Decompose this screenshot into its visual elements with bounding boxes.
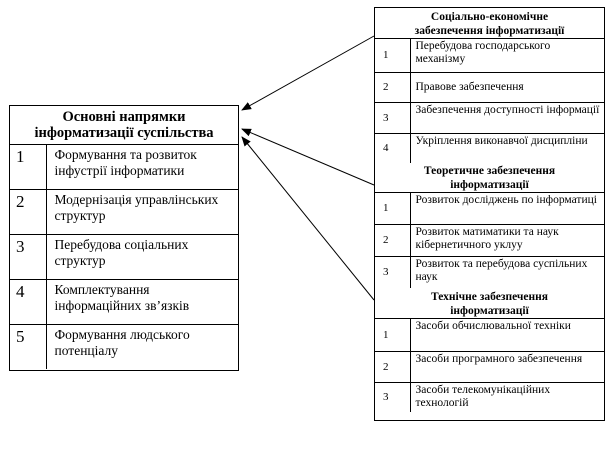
table-row: 1 Розвиток досліджень по інформатиці — [374, 192, 605, 225]
section-title-line2: інформатизації — [450, 305, 529, 317]
row-number: 5 — [9, 323, 47, 370]
row-number: 4 — [374, 132, 411, 164]
row-text: Модернізація управлінських структур — [45, 189, 239, 236]
section-title-theoretical: Теоретичне забезпечення інформатизації — [375, 163, 604, 193]
table-row: 1 Засоби обчислювальної техніки — [374, 318, 605, 352]
row-text: Перебудова соціальних структур — [45, 234, 239, 280]
arrow-theoretical — [241, 128, 375, 186]
row-text: Засоби програмного забезпечення — [409, 350, 605, 383]
section-title-line2: забезпечення інформатизації — [414, 25, 565, 37]
row-text: Засоби телекомунікаційних технологій — [409, 381, 605, 413]
section-table-theoretical: 1 Розвиток досліджень по інформатиці 2 Р… — [374, 192, 605, 289]
section-table-technical: 1 Засоби обчислювальної техніки 2 Засоби… — [374, 318, 605, 413]
table-row: 4 Комплектування інформаційних зв’язків — [9, 278, 239, 325]
row-number: 2 — [374, 71, 411, 103]
row-number: 1 — [9, 144, 47, 191]
row-text: Забезпечення доступності інформації — [409, 101, 605, 134]
table-row: 2 Розвиток матиматики та наук кібернетич… — [374, 223, 605, 257]
table-row: 1 Формування та розвиток інфустрії інфор… — [9, 144, 239, 191]
row-text: Розвиток досліджень по інформатиці — [409, 192, 605, 225]
row-number: 1 — [374, 318, 411, 352]
main-directions-table: 1 Формування та розвиток інфустрії інфор… — [9, 144, 239, 370]
table-row: 2 Модернізація управлінських структур — [9, 189, 239, 236]
row-text: Правове забезпечення — [409, 71, 605, 103]
arrow-socioeconomic — [241, 35, 375, 111]
row-text: Комплектування інформаційних зв’язків — [45, 278, 239, 325]
section-title-line1: Соціально-економічне — [430, 11, 549, 23]
row-text: Розвиток та перебудова суспільних наук — [409, 255, 605, 289]
main-directions-box: Основні напрямки інформатизації суспільс… — [9, 105, 239, 371]
row-number: 4 — [9, 278, 47, 325]
row-text: Укріплення виконавчої дисципліни — [409, 132, 605, 164]
section-title-line1: Теоретичне забезпечення — [423, 165, 556, 177]
row-text: Перебудова господарського механізму — [409, 38, 605, 73]
section-title-technical: Технічне забезпечення інформатизації — [375, 288, 604, 319]
row-number: 3 — [374, 101, 411, 134]
table-row: 3 Розвиток та перебудова суспільних наук — [374, 255, 605, 289]
row-text: Формування людського потенціалу — [45, 323, 239, 370]
table-row: 3 Перебудова соціальних структур — [9, 234, 239, 280]
table-row: 2 Засоби програмного забезпечення — [374, 350, 605, 383]
row-number: 2 — [9, 189, 47, 236]
arrow-technical — [241, 136, 375, 301]
main-title-line1: Основні напрямки — [62, 109, 186, 125]
table-row: 5 Формування людського потенціалу — [9, 323, 239, 370]
table-row: 1 Перебудова господарського механізму — [374, 38, 605, 73]
main-title-line2: інформатизації суспільства — [34, 125, 214, 141]
table-row: 3 Засоби телекомунікаційних технологій — [374, 381, 605, 413]
row-number: 1 — [374, 38, 411, 73]
row-number: 3 — [374, 381, 411, 413]
section-title-line1: Технічне забезпечення — [431, 291, 548, 303]
table-row: 2 Правове забезпечення — [374, 71, 605, 103]
row-text: Формування та розвиток інфустрії інформа… — [45, 144, 239, 191]
section-title-socioeconomic: Соціально-економічне забезпечення інформ… — [375, 8, 604, 39]
row-number: 3 — [9, 234, 47, 280]
support-box: Соціально-економічне забезпечення інформ… — [374, 7, 605, 421]
table-row: 3 Забезпечення доступності інформації — [374, 101, 605, 134]
row-text: Розвиток матиматики та наук кібернетично… — [409, 223, 605, 257]
row-number: 2 — [374, 350, 411, 383]
section-table-socioeconomic: 1 Перебудова господарського механізму 2 … — [374, 38, 605, 164]
row-number: 2 — [374, 223, 411, 257]
section-title-line2: інформатизації — [450, 179, 529, 191]
row-text: Засоби обчислювальної техніки — [409, 318, 605, 352]
row-number: 1 — [374, 192, 411, 225]
main-directions-title: Основні напрямки інформатизації суспільс… — [10, 106, 238, 145]
table-row: 4 Укріплення виконавчої дисципліни — [374, 132, 605, 164]
row-number: 3 — [374, 255, 411, 289]
